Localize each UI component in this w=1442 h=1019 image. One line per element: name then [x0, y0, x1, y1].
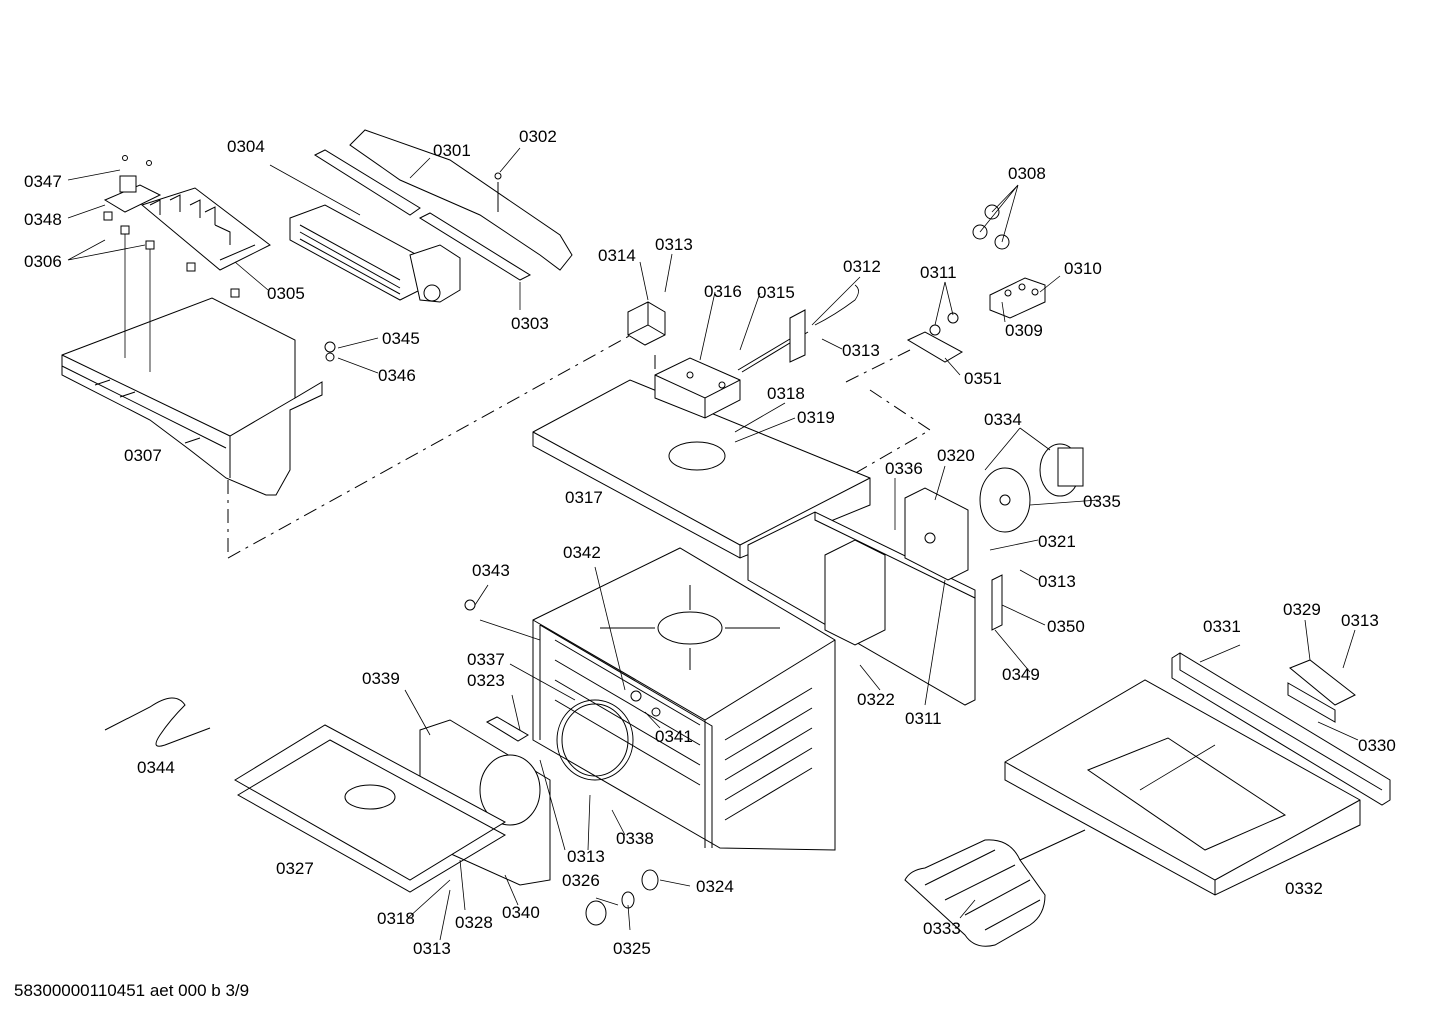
rear-wall-0322 [747, 511, 976, 706]
label-0329: 0329 [1283, 600, 1321, 619]
label-0313-a: 0313 [655, 235, 693, 254]
label-0318-b: 0318 [377, 909, 415, 928]
plug-0342 [630, 690, 661, 717]
label-0313-f: 0313 [1341, 611, 1379, 630]
label-0301: 0301 [433, 141, 471, 160]
label-0347: 0347 [24, 172, 62, 191]
label-0314: 0314 [598, 246, 636, 265]
label-0321: 0321 [1038, 532, 1076, 551]
caps-0308 [972, 204, 1010, 250]
leader-lines [67, 147, 1359, 941]
label-0309: 0309 [1005, 321, 1043, 340]
label-0312: 0312 [843, 257, 881, 276]
strip-0301-0303 [313, 129, 573, 281]
label-0349: 0349 [1002, 665, 1040, 684]
label-0313-d: 0313 [567, 847, 605, 866]
relay-0347 [103, 155, 162, 213]
control-board-0305 [140, 187, 271, 271]
sensor-0344 [104, 697, 211, 747]
document-id: 58300000110451 aet 000 b 3/9 [14, 981, 250, 1000]
label-0344: 0344 [137, 758, 175, 777]
bottom-tray-0332 [1004, 679, 1361, 896]
label-0325: 0325 [613, 939, 651, 958]
label-0346: 0346 [378, 366, 416, 385]
label-0330: 0330 [1358, 736, 1396, 755]
label-0304: 0304 [227, 137, 265, 156]
label-0341: 0341 [655, 727, 693, 746]
label-0322: 0322 [857, 690, 895, 709]
part-labels: 0304 0301 0302 0347 0348 0306 0305 0303 … [24, 127, 1396, 958]
bracket-0309 [989, 277, 1046, 319]
label-0310: 0310 [1064, 259, 1102, 278]
label-0351: 0351 [964, 369, 1002, 388]
label-0340: 0340 [502, 903, 540, 922]
label-0311-b: 0311 [905, 709, 942, 728]
label-0305: 0305 [267, 284, 305, 303]
rail-0331 [1171, 652, 1391, 806]
label-0315: 0315 [757, 283, 795, 302]
label-0327: 0327 [276, 859, 314, 878]
label-0311-a: 0311 [920, 263, 957, 282]
label-0336: 0336 [885, 459, 923, 478]
label-0334: 0334 [984, 410, 1022, 429]
mounting-plate-0307 [61, 297, 323, 496]
label-0307: 0307 [124, 446, 162, 465]
label-0350: 0350 [1047, 617, 1085, 636]
label-0316: 0316 [704, 282, 742, 301]
sensor-0312-0315 [737, 284, 859, 373]
cover-box-0316 [654, 357, 741, 419]
screw-0343 [464, 599, 476, 611]
knob-0325-0326 [585, 869, 659, 926]
fan-cover-0320 [904, 487, 969, 581]
label-0318-a: 0318 [767, 384, 805, 403]
label-0337: 0337 [467, 650, 505, 669]
spacers-0306 [103, 211, 240, 372]
label-0328: 0328 [455, 913, 493, 932]
label-0313-e: 0313 [413, 939, 451, 958]
label-0324: 0324 [696, 877, 734, 896]
panel-0327 [234, 724, 507, 893]
transformer-0314 [627, 301, 666, 346]
label-0319: 0319 [797, 408, 835, 427]
label-0323: 0323 [467, 671, 505, 690]
label-0339: 0339 [362, 669, 400, 688]
label-0332: 0332 [1285, 879, 1323, 898]
label-0313-b: 0313 [842, 341, 880, 360]
fan-housing-0304 [289, 204, 461, 303]
plate-0351 [906, 331, 964, 363]
label-0303: 0303 [511, 314, 549, 333]
bracket-0329-0330 [1287, 659, 1356, 723]
bracket-0349-0350 [991, 574, 1003, 631]
label-0338: 0338 [616, 829, 654, 848]
label-0333: 0333 [923, 919, 961, 938]
label-0345: 0345 [382, 329, 420, 348]
label-0308: 0308 [1008, 164, 1046, 183]
fan-blade-0335 [979, 467, 1031, 533]
label-0343: 0343 [472, 561, 510, 580]
nut-0345-0346 [324, 341, 336, 362]
motor-0334 [1039, 443, 1084, 497]
label-0302: 0302 [519, 127, 557, 146]
ring-element-0341 [556, 699, 634, 781]
label-0313-c: 0313 [1038, 572, 1076, 591]
label-0326: 0326 [562, 871, 600, 890]
label-0335: 0335 [1083, 492, 1121, 511]
label-0317: 0317 [565, 488, 603, 507]
label-0348: 0348 [24, 210, 62, 229]
washers-0311 [929, 312, 959, 336]
top-panel-0317 [532, 379, 871, 559]
label-0331: 0331 [1203, 617, 1241, 636]
label-0306: 0306 [24, 252, 62, 271]
label-0342: 0342 [563, 543, 601, 562]
label-0320: 0320 [937, 446, 975, 465]
heating-element-0333 [904, 829, 1086, 947]
gasket-0323 [485, 716, 529, 742]
